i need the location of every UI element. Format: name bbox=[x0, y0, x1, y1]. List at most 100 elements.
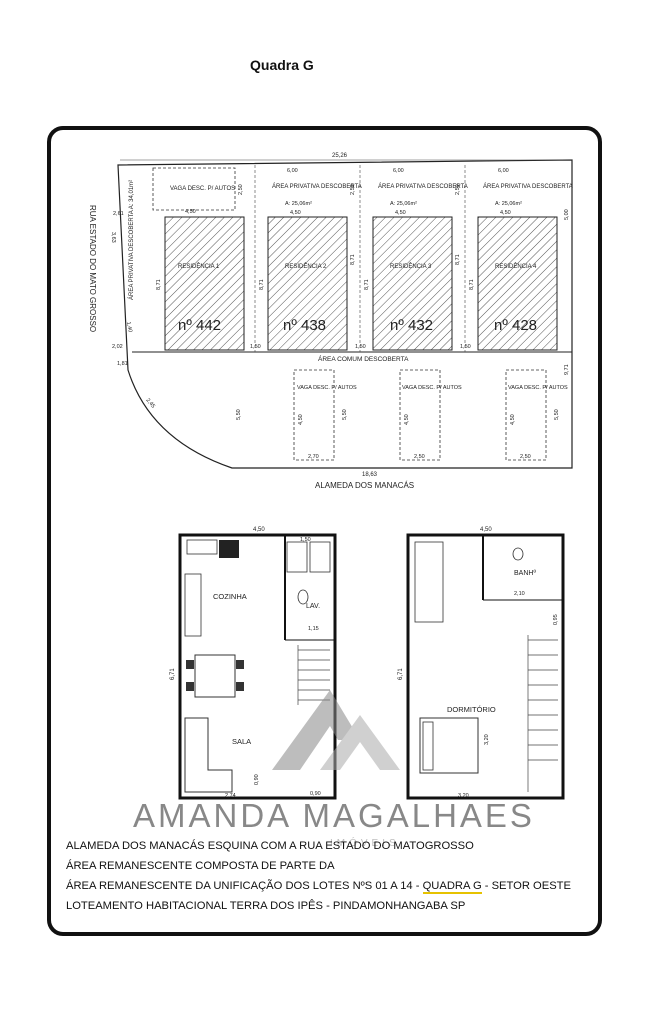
svg-text:5,00: 5,00 bbox=[564, 209, 570, 220]
svg-text:4,50: 4,50 bbox=[480, 527, 492, 533]
bath-label: BANHº bbox=[514, 570, 536, 577]
notes-block: ALAMEDA DOS MANACÁS ESQUINA COM A RUA ES… bbox=[66, 836, 571, 916]
upper-floor-plan: 4,50 6,71 BANHº 2,10 0,95 DORMITÓRIO 3,2… bbox=[398, 527, 565, 800]
svg-text:3,20: 3,20 bbox=[484, 734, 490, 745]
highlight-quadra: QUADRA G bbox=[422, 880, 482, 894]
lot-1-number: nº 442 bbox=[178, 317, 221, 334]
lot-4: 6,00 ÁREA PRIVATIVA DESCOBERTA A: 25,06m… bbox=[460, 168, 573, 375]
lot-3: 6,00 ÁREA PRIVATIVA DESCOBERTA A: 25,06m… bbox=[355, 168, 468, 351]
bottom-width-dim: 18,63 bbox=[362, 472, 378, 478]
svg-text:5,50: 5,50 bbox=[342, 409, 348, 420]
svg-text:4,50: 4,50 bbox=[395, 210, 406, 216]
lot-2-number: nº 438 bbox=[283, 317, 326, 334]
svg-text:1,50: 1,50 bbox=[250, 344, 261, 350]
left-dim-5: 1,81 bbox=[117, 361, 128, 367]
svg-text:6,00: 6,00 bbox=[498, 168, 509, 174]
svg-text:2,50: 2,50 bbox=[520, 454, 531, 460]
svg-text:9,71: 9,71 bbox=[564, 364, 570, 375]
bedroom-label: DORMITÓRIO bbox=[447, 705, 496, 714]
watermark-logo bbox=[272, 690, 400, 770]
svg-text:8,71: 8,71 bbox=[455, 254, 461, 265]
svg-text:4,50: 4,50 bbox=[298, 414, 304, 425]
svg-text:4,50: 4,50 bbox=[510, 414, 516, 425]
left-dim-4: 2,02 bbox=[112, 344, 123, 350]
lot-1: VAGA DESC. P/ AUTOS 4,50 RESIDÊNCIA 1 nº… bbox=[152, 167, 245, 351]
street-bottom-label: ALAMEDA DOS MANACÁS bbox=[315, 481, 414, 490]
top-width-dim: 25,26 bbox=[332, 153, 348, 159]
site-boundary bbox=[117, 159, 573, 469]
left-dim-2: 3,63 bbox=[110, 232, 116, 243]
lot-4-number: nº 428 bbox=[494, 317, 537, 334]
parking-2: VAGA DESC. P/ AUTOS 4,50 2,50 bbox=[399, 369, 462, 461]
living-label: SALA bbox=[232, 737, 251, 746]
lot-2-residence: RESIDÊNCIA 2 bbox=[285, 262, 327, 270]
lot-3-residence: RESIDÊNCIA 3 bbox=[390, 262, 432, 270]
left-private-label: ÁREA PRIVATIVA DESCOBERTA A: 34,01m² bbox=[128, 180, 135, 300]
svg-text:VAGA DESC. P/ AUTOS: VAGA DESC. P/ AUTOS bbox=[402, 385, 462, 391]
lot-2-top-label: ÁREA PRIVATIVA DESCOBERTA bbox=[272, 183, 362, 190]
svg-text:6,00: 6,00 bbox=[287, 168, 298, 174]
lot-2: 6,00 ÁREA PRIVATIVA DESCOBERTA A: 25,06m… bbox=[250, 168, 362, 351]
svg-text:8,71: 8,71 bbox=[259, 279, 265, 290]
svg-text:2,50: 2,50 bbox=[238, 184, 244, 195]
svg-text:1,50: 1,50 bbox=[355, 344, 366, 350]
lot-2-area: A: 25,06m² bbox=[285, 201, 312, 207]
street-left-label: RUA ESTADO DO MATO GROSSO bbox=[88, 205, 97, 332]
lot-4-area: A: 25,06m² bbox=[495, 201, 522, 207]
svg-text:8,71: 8,71 bbox=[469, 279, 475, 290]
svg-text:6,71: 6,71 bbox=[170, 668, 176, 680]
svg-text:0,95: 0,95 bbox=[553, 614, 559, 625]
svg-text:3,20: 3,20 bbox=[458, 793, 469, 799]
svg-text:4,50: 4,50 bbox=[185, 209, 196, 215]
note-line-1: ALAMEDA DOS MANACÁS ESQUINA COM A RUA ES… bbox=[66, 840, 474, 852]
svg-text:8,71: 8,71 bbox=[364, 279, 370, 290]
page-title: Quadra G bbox=[250, 57, 314, 73]
lot-4-top-label: ÁREA PRIVATIVA DESCOBERTA bbox=[483, 183, 573, 190]
svg-text:VAGA DESC. P/ AUTOS: VAGA DESC. P/ AUTOS bbox=[508, 385, 568, 391]
ground-floor-plan: 4,50 6,71 COZINHA SALA LAV. 1,50 1,15 0,… bbox=[170, 527, 337, 800]
lot-3-number: nº 432 bbox=[390, 317, 433, 334]
note-line-3: ÁREA REMANESCENTE DA UNIFICAÇÃO DOS LOTE… bbox=[66, 880, 571, 894]
lot-1-residence: RESIDÊNCIA 1 bbox=[178, 262, 220, 270]
svg-text:2,50: 2,50 bbox=[350, 184, 356, 195]
svg-text:1,15: 1,15 bbox=[308, 626, 319, 632]
arc-dim: 2,45 bbox=[144, 397, 155, 409]
note-line-4: LOTEAMENTO HABITACIONAL TERRA DOS IPÊS -… bbox=[66, 900, 466, 912]
note-line-2: ÁREA REMANESCENTE COMPOSTA DE PARTE DA bbox=[66, 860, 335, 872]
svg-text:2,74: 2,74 bbox=[225, 793, 236, 799]
parking-1: VAGA DESC. P/ AUTOS 4,50 2,70 5,50 5,50 bbox=[236, 369, 357, 461]
svg-text:2,10: 2,10 bbox=[514, 591, 525, 597]
svg-text:1,50: 1,50 bbox=[460, 344, 471, 350]
kitchen-label: COZINHA bbox=[213, 592, 247, 601]
lot-4-residence: RESIDÊNCIA 4 bbox=[495, 262, 537, 270]
svg-text:8,71: 8,71 bbox=[156, 279, 162, 290]
lot-1-top-label: VAGA DESC. P/ AUTOS bbox=[170, 186, 235, 192]
lot-3-area: A: 25,06m² bbox=[390, 201, 417, 207]
svg-text:4,50: 4,50 bbox=[290, 210, 301, 216]
svg-text:2,70: 2,70 bbox=[308, 454, 319, 460]
svg-text:5,50: 5,50 bbox=[236, 409, 242, 420]
drawing-frame bbox=[47, 126, 602, 936]
common-area-label: ÁREA COMUM DESCOBERTA bbox=[318, 354, 409, 363]
svg-text:4,50: 4,50 bbox=[500, 210, 511, 216]
svg-text:VAGA DESC. P/ AUTOS: VAGA DESC. P/ AUTOS bbox=[297, 385, 357, 391]
svg-text:0,90: 0,90 bbox=[254, 774, 260, 785]
svg-text:0,90: 0,90 bbox=[310, 791, 321, 797]
laundry-label: LAV. bbox=[306, 603, 320, 610]
svg-text:4,50: 4,50 bbox=[253, 527, 265, 533]
svg-text:4,50: 4,50 bbox=[404, 414, 410, 425]
svg-text:2,50: 2,50 bbox=[455, 184, 461, 195]
watermark-text: AMANDA MAGALHAES bbox=[133, 797, 535, 834]
svg-text:2,50: 2,50 bbox=[414, 454, 425, 460]
svg-text:6,00: 6,00 bbox=[393, 168, 404, 174]
svg-text:5,50: 5,50 bbox=[554, 409, 560, 420]
svg-text:6,71: 6,71 bbox=[398, 668, 404, 680]
svg-text:8,71: 8,71 bbox=[350, 254, 356, 265]
svg-text:1,50: 1,50 bbox=[300, 537, 311, 543]
left-dim-3: 1,40 bbox=[125, 321, 133, 333]
lot-3-top-label: ÁREA PRIVATIVA DESCOBERTA bbox=[378, 183, 468, 190]
watermark-subtext: IMÓVEIS bbox=[330, 838, 400, 849]
parking-3: VAGA DESC. P/ AUTOS 4,50 2,50 5,50 bbox=[505, 369, 568, 461]
left-dim-1: 2,61 bbox=[113, 211, 124, 217]
